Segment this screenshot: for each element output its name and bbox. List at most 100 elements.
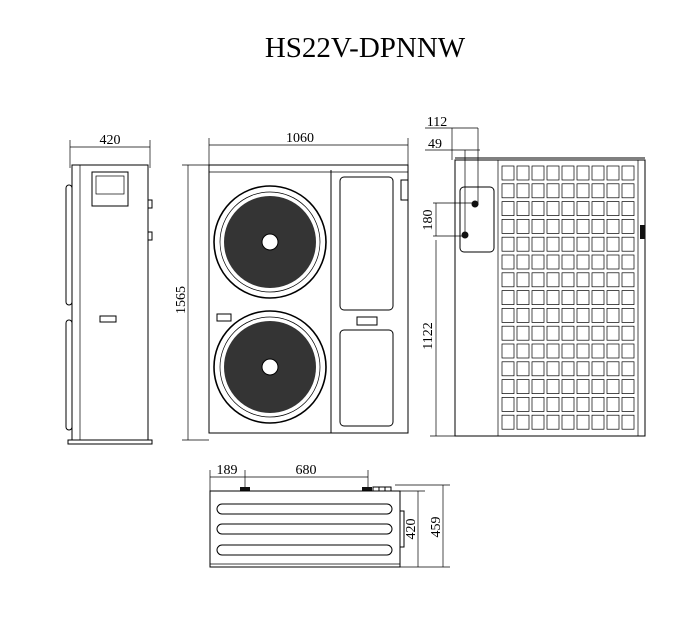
coil-cell [546, 290, 560, 305]
coil-cell [576, 414, 590, 430]
coil-cell [516, 272, 530, 288]
coil-cell [576, 219, 590, 234]
coil-cell [621, 325, 635, 341]
coil-cell [516, 254, 530, 270]
coil-cell [516, 219, 530, 234]
coil-cell [516, 397, 530, 412]
coil-cell [546, 325, 560, 341]
coil-cell [531, 254, 545, 270]
coil-cell [516, 414, 530, 430]
rear-offset-112-label: 112 [427, 115, 447, 130]
coil-cell [576, 290, 590, 305]
coil-cell [621, 254, 635, 270]
coil-cell [621, 219, 635, 234]
coil-cell [561, 201, 575, 216]
coil-cell [621, 236, 635, 252]
coil-cell [501, 361, 515, 377]
coil-cell [546, 397, 560, 412]
coil-cell [546, 183, 560, 199]
coil-cell [621, 201, 635, 216]
coil-cell [501, 290, 515, 305]
coil-cell [501, 201, 515, 216]
coil-cell [621, 343, 635, 359]
coil-cell [546, 361, 560, 377]
coil-cell [561, 254, 575, 270]
coil-cell [621, 272, 635, 288]
coil-cell [561, 308, 575, 323]
coil-cell [576, 254, 590, 270]
coil-cell [531, 272, 545, 288]
coil-cell [561, 379, 575, 394]
coil-cell [531, 165, 545, 181]
coil-cell [621, 165, 635, 181]
coil-cell [501, 379, 515, 394]
coil-cell [531, 414, 545, 430]
coil-cell [591, 272, 605, 288]
coil-cell [561, 361, 575, 377]
coil-cell [606, 272, 620, 288]
top-depth-420-label: 420 [404, 519, 419, 540]
side-view: 420 [65, 133, 153, 445]
coil-cell [531, 183, 545, 199]
coil-cell [516, 308, 530, 323]
coil-cell [501, 343, 515, 359]
coil-cell [516, 165, 530, 181]
coil-cell [591, 254, 605, 270]
coil-cell [501, 236, 515, 252]
coil-cell [546, 165, 560, 181]
coil-cell [516, 343, 530, 359]
coil-cell [531, 397, 545, 412]
coil-cell [561, 290, 575, 305]
coil-cell [591, 414, 605, 430]
coil-cell [591, 290, 605, 305]
coil-cell [546, 219, 560, 234]
coil-cell [531, 290, 545, 305]
coil-cell [621, 397, 635, 412]
coil-cell [606, 308, 620, 323]
coil-cell [576, 201, 590, 216]
fan-lower [213, 310, 327, 424]
coil-cell [531, 379, 545, 394]
side-width-label: 420 [100, 133, 121, 148]
front-width-label: 1060 [286, 131, 314, 146]
coil-cell [591, 219, 605, 234]
coil-cell [576, 308, 590, 323]
coil-cell [531, 325, 545, 341]
coil-cell [606, 379, 620, 394]
front-height-label: 1565 [174, 286, 189, 314]
coil-cell [501, 165, 515, 181]
rear-view: 112 49 180 1122 [421, 115, 646, 437]
coil-cell [561, 165, 575, 181]
coil-cell [501, 183, 515, 199]
coil-cell [606, 397, 620, 412]
coil-cell [501, 272, 515, 288]
top-view: 189 680 420 459 [209, 463, 450, 568]
coil-cell [606, 183, 620, 199]
coil-cell [561, 343, 575, 359]
top-depth-459-label: 459 [429, 517, 444, 538]
coil-cell [606, 219, 620, 234]
coil-cell [591, 397, 605, 412]
top-foot-spacing-label: 680 [296, 463, 317, 478]
coil-cell [576, 379, 590, 394]
coil-cell [516, 379, 530, 394]
coil-cell [576, 397, 590, 412]
coil-cell [591, 236, 605, 252]
coil-cell [591, 361, 605, 377]
coil-cell [621, 379, 635, 394]
coil-cell [606, 414, 620, 430]
coil-cell [516, 201, 530, 216]
rear-offset-49-label: 49 [428, 137, 442, 152]
coil-cell [501, 219, 515, 234]
coil-cell [606, 236, 620, 252]
coil-cell [546, 308, 560, 323]
coil-cell [531, 201, 545, 216]
coil-cell [516, 183, 530, 199]
coil-grid [501, 165, 635, 430]
coil-cell [561, 325, 575, 341]
coil-cell [546, 272, 560, 288]
coil-cell [621, 183, 635, 199]
coil-cell [546, 236, 560, 252]
top-offset-189-label: 189 [217, 463, 238, 478]
